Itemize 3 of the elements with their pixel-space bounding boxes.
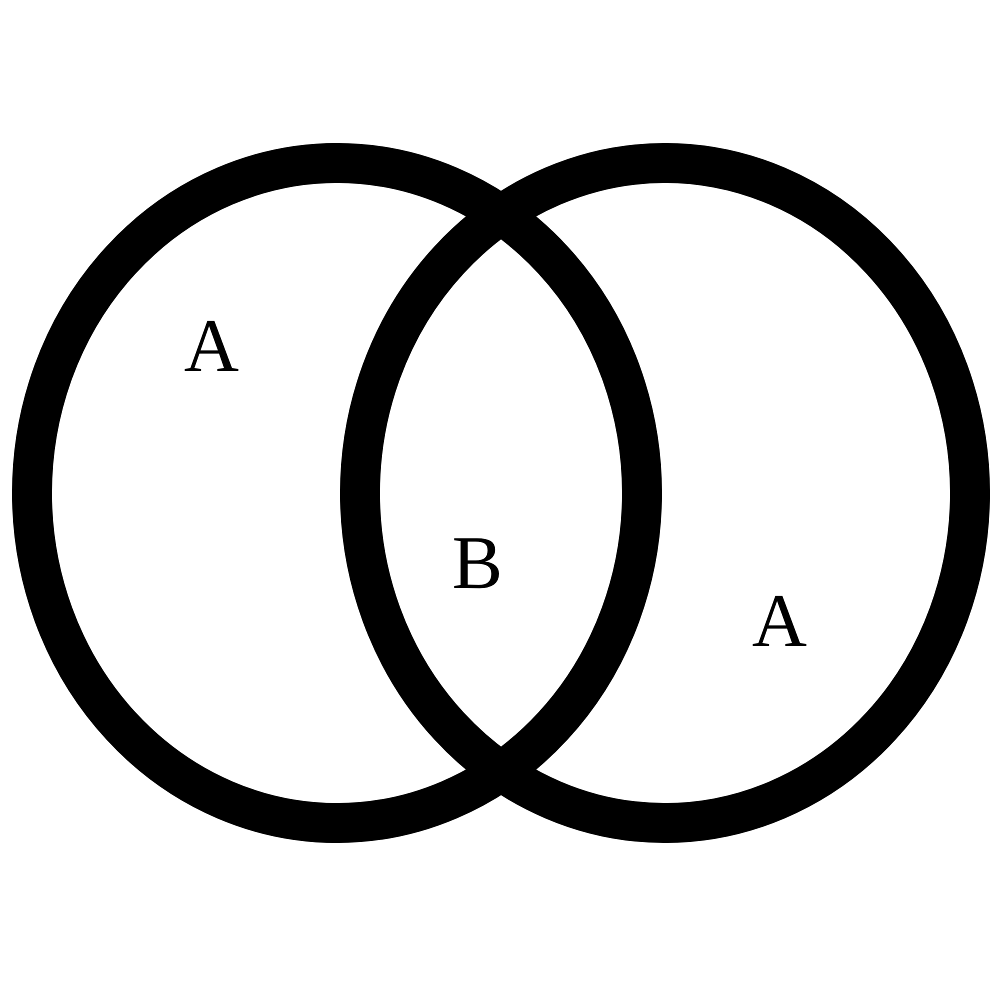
- set-label: A: [184, 308, 239, 384]
- set-label: A: [752, 583, 807, 659]
- intersection-label: B: [452, 525, 503, 601]
